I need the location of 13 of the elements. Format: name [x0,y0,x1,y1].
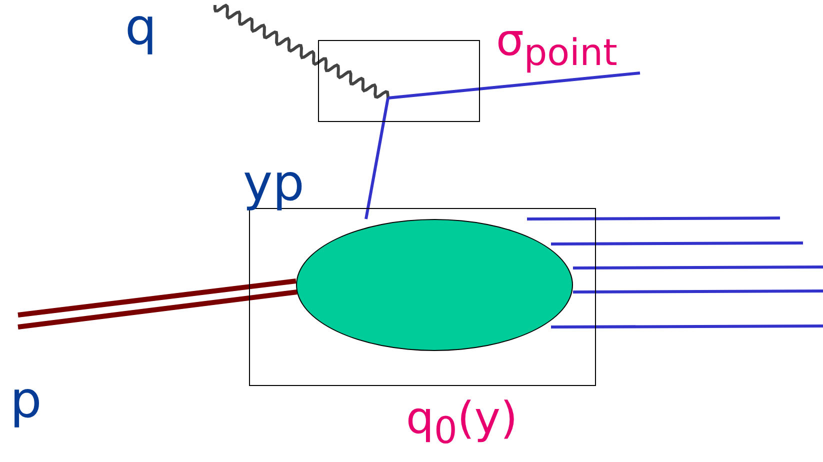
distribution-label: q$_{0}$(y) [406,397,518,450]
jet-line [527,216,780,220]
photon-line [213,4,390,99]
jet-line [573,290,823,294]
particle-label: q [125,2,157,52]
particle-label: p [10,375,42,425]
quark-line [364,98,390,220]
particle-label: yp [243,158,304,208]
jet-line [573,266,823,270]
quark-line [388,72,640,100]
jet-line [551,324,823,328]
jet-line [551,242,803,246]
cross-section-label: σ$_{point}$ [496,19,618,72]
